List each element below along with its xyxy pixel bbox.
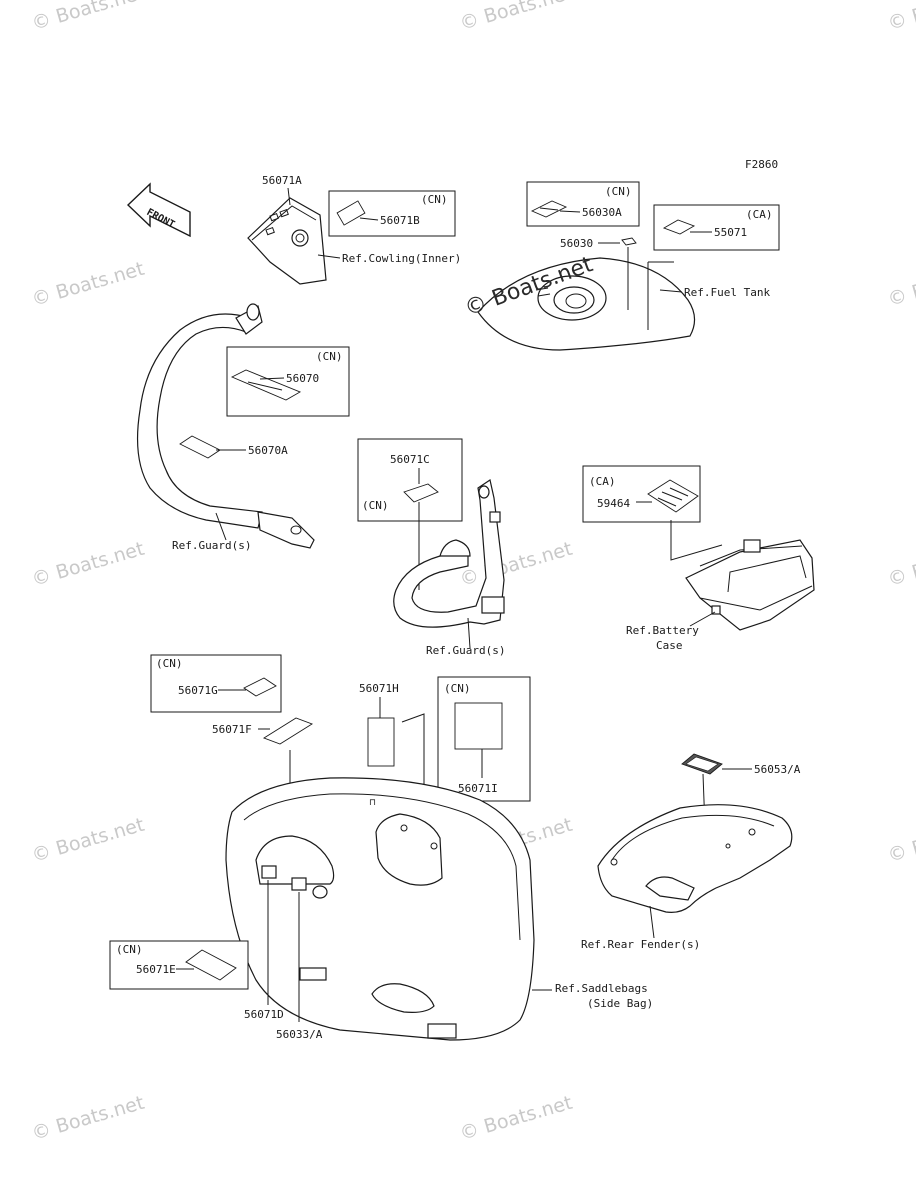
ref-guard-center: Ref.Guard(s) [426,644,505,657]
part-number-56071F: 56071F [212,723,252,736]
fuel-tank-part [477,257,696,351]
ref-battery-case-line2: Case [656,639,683,652]
market-label-ca: (CA) [589,475,616,488]
part-number-56071H: 56071H [359,682,399,695]
part-number-56033A: 56033/A [276,1028,323,1041]
label-sticker-55071 [662,219,696,235]
ref-saddlebags-line1: Ref.Saddlebags [555,982,648,995]
ref-cowling-inner: Ref.Cowling(Inner) [342,252,461,265]
guard-left-part [136,303,315,549]
market-label-cn: (CN) [421,193,448,206]
watermark: © Boats.net [457,1092,574,1145]
watermark: © Boats.net [29,0,146,35]
label-sticker-56071G [243,677,277,697]
label-sticker-56071F [262,717,314,745]
watermark: © Boats.net [29,258,146,311]
part-number-56071E: 56071E [136,963,176,976]
saddlebag-part: ⊓ [225,777,535,1041]
part-number-56030A: 56030A [582,206,622,219]
watermark: © Boats.net [885,0,916,35]
ref-saddlebags-line2: (Side Bag) [587,997,653,1010]
watermark: © Boats.net [457,0,574,35]
label-sticker-56053A [681,753,723,775]
battery-case-part [685,539,815,631]
part-number-56071C: 56071C [390,453,430,466]
ref-fuel-tank: Ref.Fuel Tank [684,286,770,299]
part-number-56070: 56070 [286,372,319,385]
label-sticker-56070 [230,369,302,401]
market-label-cn: (CN) [605,185,632,198]
ref-guard-left: Ref.Guard(s) [172,539,251,552]
watermark: © Boats.net [457,538,574,591]
watermark: © Boats.net [885,258,916,311]
watermark: © Boats.net [29,538,146,591]
part-number-56053A: 56053/A [754,763,801,776]
svg-text:⊓: ⊓ [369,798,376,808]
part-number-56030: 56030 [560,237,593,250]
watermark: © Boats.net [29,814,146,867]
market-label-ca: (CA) [746,208,773,221]
rear-fender-part [597,804,793,913]
part-number-55071: 55071 [714,226,747,239]
market-label-cn: (CN) [116,943,143,956]
part-number-56071I: 56071I [458,782,498,795]
watermark: © Boats.net [885,538,916,591]
market-box-cn-56071C [357,438,463,522]
label-sticker-56030A [530,200,568,218]
part-number-56071A: 56071A [262,174,302,187]
market-label-cn: (CN) [362,499,389,512]
label-sticker-59464 [647,479,699,513]
watermark: © Boats.net [29,1092,146,1145]
part-number-56071G: 56071G [178,684,218,697]
guard-center-part [393,479,505,628]
market-label-cn: (CN) [444,682,471,695]
market-label-cn: (CN) [316,350,343,363]
label-sticker-56071C [403,483,439,503]
cowling-inner-part [247,197,327,285]
part-number-56071B: 56071B [380,214,420,227]
ref-battery-case-line1: Ref.Battery [626,624,699,637]
label-sticker-56071B [336,200,366,226]
part-number-56070A: 56070A [248,444,288,457]
figure-code: F2860 [745,158,778,171]
label-sticker-56030 [621,237,637,246]
label-sticker-56071H [367,717,395,767]
part-number-59464: 59464 [597,497,630,510]
front-arrow-icon: FRONT [126,182,191,238]
market-label-cn: (CN) [156,657,183,670]
label-sticker-56071I [454,702,503,750]
ref-rear-fender: Ref.Rear Fender(s) [581,938,700,951]
label-sticker-56071E [185,949,237,981]
watermark: © Boats.net [885,814,916,867]
label-sticker-56070A [179,435,221,459]
part-number-56071D: 56071D [244,1008,284,1021]
